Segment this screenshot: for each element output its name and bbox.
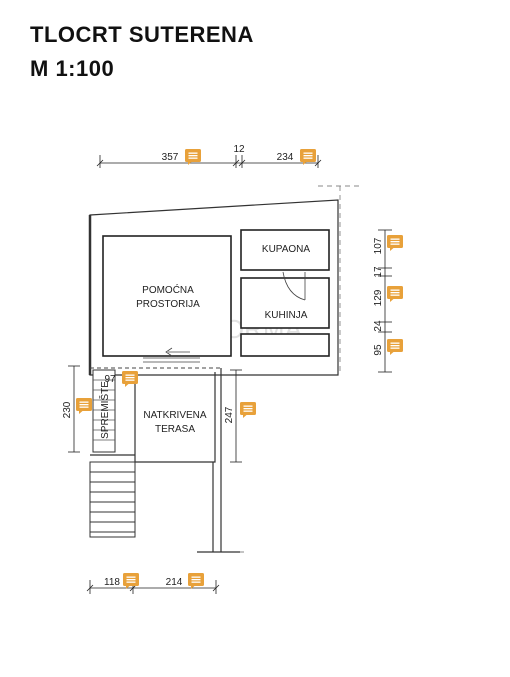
label-spremiste: SPREMIŠTE bbox=[98, 381, 111, 439]
dim-right-4: 24 bbox=[373, 320, 384, 332]
room-kuhinja bbox=[240, 277, 330, 329]
dim-bottom-left: 118 bbox=[104, 577, 120, 588]
label-pomocna-2: PROSTORIJA bbox=[136, 299, 200, 310]
label-kupaona: KUPAONA bbox=[262, 244, 310, 255]
room-pomocna bbox=[102, 235, 232, 357]
room-spremiste bbox=[92, 369, 116, 453]
dim-left bbox=[68, 365, 80, 453]
room-storage-small bbox=[240, 333, 330, 357]
label-pomocna-1: POMOĆNA bbox=[142, 283, 194, 296]
external-stairs bbox=[89, 461, 136, 538]
dim-right bbox=[378, 229, 392, 373]
plan-title: TLOCRT SUTERENA bbox=[30, 22, 254, 47]
dim-right-2: 17 bbox=[373, 266, 384, 278]
plan-scale: M 1:100 bbox=[30, 56, 115, 81]
outer-walls bbox=[88, 199, 339, 376]
internal-stairs bbox=[93, 379, 115, 441]
dim-left-height: 230 bbox=[62, 401, 73, 418]
label-terasa-2: TERASA bbox=[155, 424, 195, 435]
dim-bottom-right: 214 bbox=[166, 577, 183, 588]
dim-right-3: 129 bbox=[373, 289, 384, 306]
room-terasa bbox=[90, 368, 240, 553]
dim-97: 97 bbox=[104, 374, 116, 385]
dim-mid bbox=[230, 369, 242, 463]
dim-top-left: 357 bbox=[162, 152, 179, 163]
dim-top-right: 234 bbox=[277, 152, 294, 163]
dim-top bbox=[96, 155, 322, 168]
door-swing bbox=[282, 271, 306, 301]
stair-arrow bbox=[143, 347, 200, 363]
label-terasa-1: NATKRIVENA bbox=[143, 410, 206, 421]
room-kupaona bbox=[240, 229, 330, 271]
label-kuhinja: KUHINJA bbox=[265, 310, 308, 321]
dim-top-mid: 12 bbox=[233, 144, 245, 155]
dim-right-1: 107 bbox=[373, 237, 384, 254]
dim-right-5: 95 bbox=[373, 344, 384, 356]
dim-mid-height: 247 bbox=[224, 406, 235, 423]
